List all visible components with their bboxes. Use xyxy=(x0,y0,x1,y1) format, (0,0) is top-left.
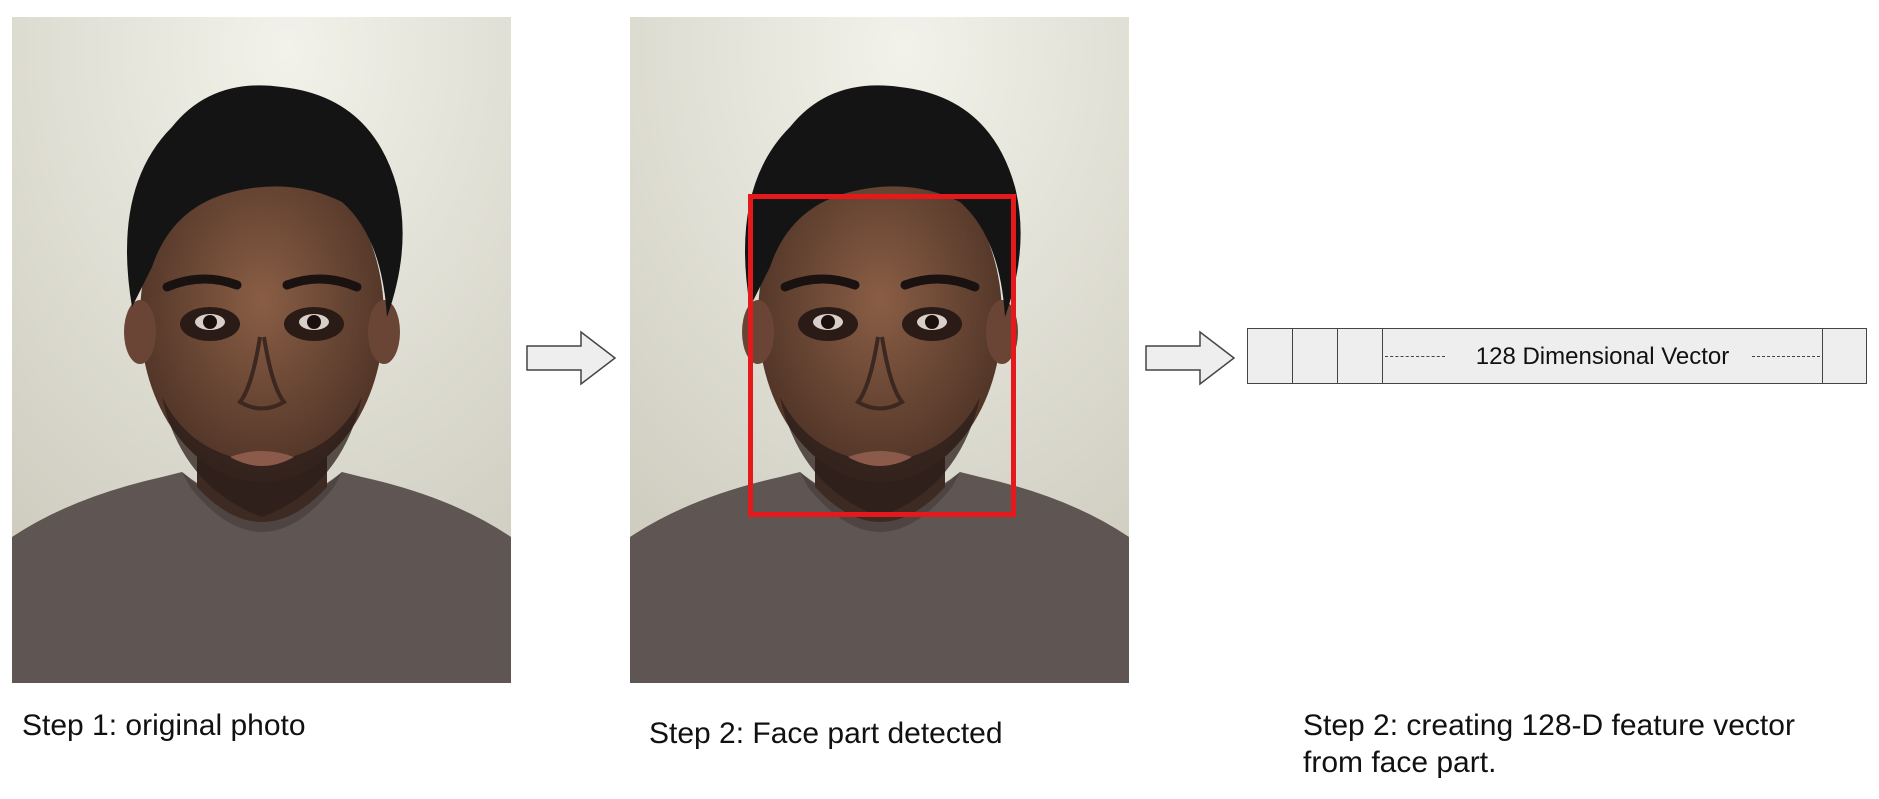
step3-caption: Step 2: creating 128-D feature vector fr… xyxy=(1303,707,1863,781)
face-detected-photo xyxy=(630,17,1129,683)
dashed-line xyxy=(1385,356,1445,357)
step1-caption: Step 1: original photo xyxy=(22,709,306,742)
vector-label: 128 Dimensional Vector xyxy=(1475,343,1730,370)
vector-cell xyxy=(1293,329,1338,383)
vector-middle-span: 128 Dimensional Vector xyxy=(1383,329,1823,383)
right-arrow-icon xyxy=(526,330,617,386)
step2-caption: Step 2: Face part detected xyxy=(649,717,1003,750)
vector-cell xyxy=(1248,329,1293,383)
right-arrow-icon xyxy=(1145,330,1236,386)
feature-vector-diagram: 128 Dimensional Vector xyxy=(1247,328,1867,384)
vector-cell xyxy=(1338,329,1383,383)
step3-caption-line1: Step 2: creating 128-D feature vector xyxy=(1303,709,1795,742)
face-bounding-box xyxy=(748,194,1016,517)
original-photo xyxy=(12,17,511,683)
step3-caption-line2: from face part. xyxy=(1303,746,1497,779)
portrait-illustration xyxy=(630,17,1129,683)
dashed-line xyxy=(1752,356,1820,357)
portrait-illustration xyxy=(12,17,511,683)
